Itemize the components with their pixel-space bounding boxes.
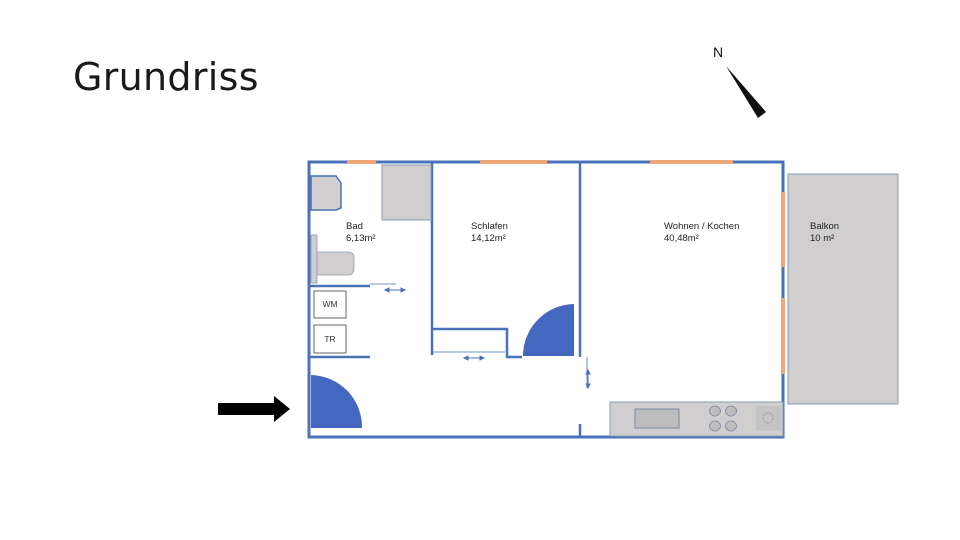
- entrance-door-icon: [311, 375, 363, 428]
- outer-walls: [307, 160, 785, 439]
- room-name: Schlafen: [471, 221, 508, 232]
- room-name: Wohnen / Kochen: [664, 221, 740, 232]
- room-area: 10 m²: [810, 233, 835, 244]
- room-area: 40,48m²: [664, 233, 699, 244]
- door-swings: [311, 304, 574, 428]
- sink-icon: [310, 175, 342, 211]
- stove-burners-icon: [709, 405, 737, 432]
- room-label-wohnen: Wohnen / Kochen 40,48m²: [664, 221, 739, 245]
- room-area: 14,12m²: [471, 233, 506, 244]
- room-label-bad: Bad 6,13m²: [346, 221, 376, 245]
- interior-walls: [309, 162, 582, 437]
- balcony-area: [787, 173, 899, 405]
- toilet-tank-icon: [310, 234, 318, 284]
- dryer-icon: [313, 324, 347, 354]
- room-name: Balkon: [810, 221, 840, 232]
- room-label-schlafen: Schlafen 14,12m²: [471, 221, 508, 245]
- windows: [347, 160, 785, 374]
- kitchen-counter: [609, 401, 784, 437]
- bedroom-door-icon: [523, 304, 574, 356]
- north-arrow-icon: [726, 66, 766, 118]
- fan-icon: [756, 406, 781, 431]
- shower-icon: [381, 164, 432, 221]
- north-label: N: [713, 44, 724, 60]
- room-label-balkon: Balkon 10 m²: [810, 221, 839, 245]
- room-area: 6,13m²: [346, 233, 376, 244]
- room-name: Bad: [346, 221, 363, 232]
- sliding-door-arrows: [383, 287, 591, 390]
- washer-label: WM: [322, 299, 338, 309]
- page-title: Grundriss: [73, 55, 259, 99]
- sink-basin-icon: [634, 408, 680, 429]
- washer-icon: [313, 290, 347, 319]
- entrance-arrow-icon: [218, 396, 290, 422]
- dryer-label: TR: [324, 334, 336, 344]
- bathroom-fixtures: [310, 164, 432, 354]
- toilet-bowl-icon: [316, 251, 355, 276]
